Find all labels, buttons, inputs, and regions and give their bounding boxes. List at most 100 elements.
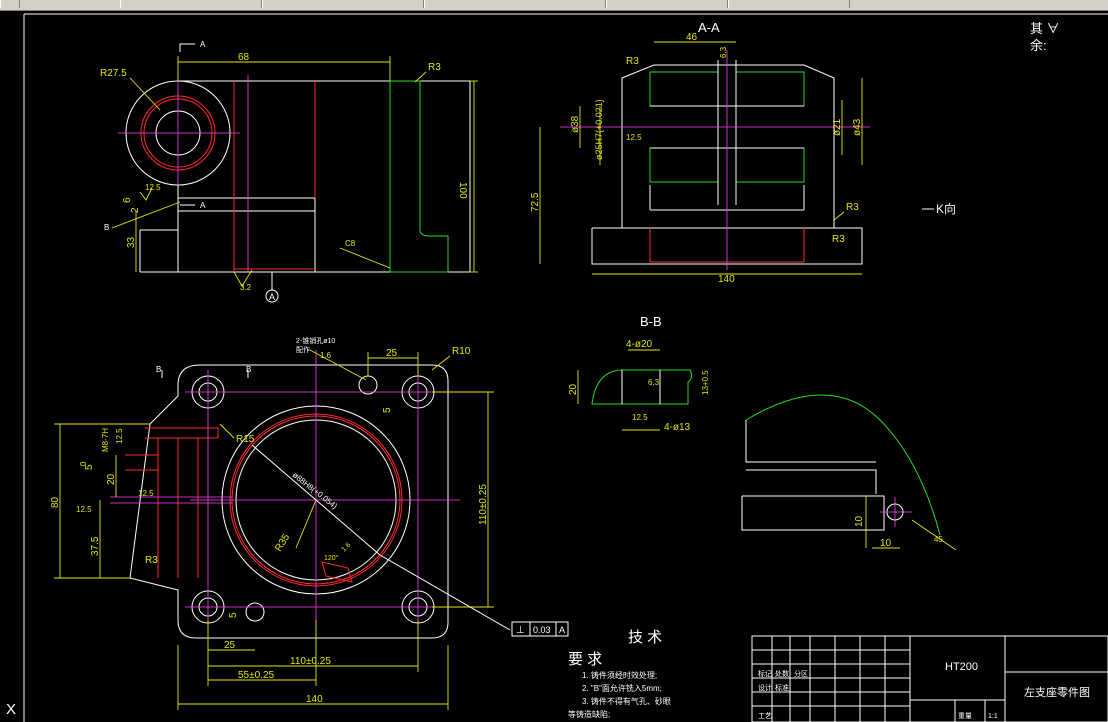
toolbar-button[interactable] — [120, 0, 262, 8]
top-dim-110-right: 110±0.25 — [478, 484, 489, 525]
k-view-detail: 10 10 45 — [741, 394, 957, 551]
title-scale: 1:1 — [988, 713, 998, 720]
top-dim-5-top: 5 — [382, 407, 393, 413]
top-dim-55: 55±0.25 — [238, 670, 275, 681]
toolbar-button[interactable] — [728, 0, 850, 8]
tolerance-value: 0.03 — [533, 625, 551, 635]
top-dim-m8: M8-7H — [101, 428, 110, 452]
title-block: 标记 处数 分区 设计 标准 工艺 HT200 左支座零件图 重量 1:1 — [751, 635, 1108, 722]
top-dim-25-bottom: 25 — [224, 640, 236, 651]
front-view: 68 R27.5 R3 100 33 6 2 12.5 B A A C8 3.2… — [100, 40, 478, 303]
k-angle-45: 45 — [934, 535, 943, 544]
top-dim-0: 0 — [79, 461, 88, 466]
title-cell-e: 标准 — [775, 683, 789, 692]
top-rough-16b: 1.6 — [340, 542, 352, 554]
k-view-label: K向 — [922, 201, 956, 216]
front-dim-6: 6 — [122, 197, 133, 203]
top-dim-r15: R15 — [236, 434, 255, 445]
toolbar-button[interactable] — [262, 0, 424, 8]
k-view-text: K向 — [936, 201, 956, 216]
bb-dim-20: 20 — [568, 383, 579, 395]
aa-dim-r3-left: R3 — [626, 56, 639, 67]
aa-rough-125: 12.5 — [626, 133, 642, 142]
tech-title-1: 技 术 — [628, 629, 662, 646]
top-rough-125a: 12.5 — [115, 428, 124, 444]
remaining-roughness-note: 其 ∀ 余: — [1030, 21, 1060, 53]
bb-holes-13: 4-ø13 — [664, 422, 691, 433]
aa-dim-r3-right: R3 — [846, 202, 859, 213]
tech-item-2: 2. "B"面允许铣入5mm; — [582, 683, 662, 693]
cad-canvas[interactable]: X 其 ∀ 余: 68 R27.5 R3 — [0, 10, 1108, 722]
top-dim-140: 140 — [306, 694, 323, 705]
section-aa-title: A-A — [698, 20, 720, 35]
aa-dim-46: 46 — [686, 32, 698, 43]
top-rough-120: 120° — [324, 554, 339, 562]
bb-dim-13: 13+0.5 — [701, 370, 710, 395]
top-note-holes: 2-锥销孔ø10 — [296, 336, 335, 345]
title-drawing-name: 左支座零件图 — [1024, 685, 1090, 699]
title-cell-c: 分区 — [794, 669, 808, 678]
bb-holes-20: 4-ø20 — [626, 339, 653, 350]
tolerance-symbol: ⊥ — [516, 625, 525, 636]
front-rough-32: 3.2 — [240, 283, 252, 292]
technical-requirements: 技 术 要 求 1. 铸件须经时效处理; 2. "B"面允许铣入5mm; 3. … — [568, 629, 671, 719]
front-label-a-top: A — [200, 40, 206, 49]
toolbar-button[interactable] — [0, 0, 20, 8]
aa-dim-63: 6.3 — [719, 46, 728, 58]
top-bore-note: ø88H8(+0.054) — [291, 470, 339, 511]
top-rough-125b: 12.5 — [138, 489, 154, 498]
toolbar-button[interactable] — [606, 0, 728, 8]
k-dim-10a: 10 — [854, 515, 865, 527]
top-dim-80: 80 — [50, 496, 61, 508]
front-label-a-mid: A — [200, 201, 206, 210]
top-rough-125c: 12.5 — [76, 505, 92, 514]
front-dim-33: 33 — [126, 236, 137, 248]
title-cell-d: 设计 — [758, 683, 772, 692]
tech-item-3: 3. 铸件不得有气孔、砂眼 — [582, 696, 671, 706]
section-bb-title: B-B — [640, 314, 662, 329]
top-dim-r10: R10 — [452, 346, 471, 357]
toolbar-button[interactable] — [424, 0, 606, 8]
tech-item-4: 等铸造缺陷; — [568, 709, 610, 719]
front-dim-r3: R3 — [428, 62, 441, 73]
title-cell-b: 处数 — [775, 669, 789, 678]
title-cell-f: 工艺 — [758, 712, 772, 720]
aa-dim-725: 72.5 — [530, 192, 541, 212]
section-aa: A-A 46 6.3 R3 ø38 ø25H7(+0.021) 12.5 ø21 — [530, 20, 870, 285]
top-dim-5: 5 — [84, 464, 95, 470]
toolbar-strip — [0, 0, 1108, 11]
top-note-fit: 配作 — [296, 345, 310, 354]
ucs-axis-icon: X — [6, 701, 16, 718]
top-dim-25-top: 25 — [386, 348, 398, 359]
title-scale-label: 重量 — [958, 712, 972, 720]
geometric-tolerance-frame: ⊥ 0.03 A — [511, 621, 569, 637]
front-rough-125: 12.5 — [145, 183, 161, 192]
front-label-b: B — [104, 223, 109, 232]
top-view: ø88H8(+0.054) 120° R35 1.6 2-锥销孔ø10 配作 1… — [50, 336, 511, 710]
front-dim-100: 100 — [457, 182, 468, 199]
aa-dim-21: ø21 — [832, 118, 843, 136]
top-dim-r35: R35 — [273, 532, 292, 554]
top-dim-110-bottom: 110±0.25 — [290, 656, 331, 667]
aa-dim-140: 140 — [718, 274, 735, 285]
aa-dim-38: ø38 — [570, 115, 581, 133]
tech-item-1: 1. 铸件须经时效处理; — [582, 670, 657, 680]
aa-dim-25h7: ø25H7(+0.021) — [594, 99, 604, 160]
top-label-b-left: B — [156, 365, 161, 374]
k-dim-10b: 10 — [880, 538, 892, 549]
front-chamfer-c8: C8 — [345, 239, 356, 248]
remaining-note-line1: 其 ∀ — [1030, 21, 1060, 36]
title-material: HT200 — [945, 661, 978, 673]
tech-title-2: 要 求 — [568, 651, 602, 668]
front-datum-a: A — [269, 292, 275, 302]
remaining-note-line2: 余: — [1030, 38, 1047, 53]
front-dim-2: 2 — [130, 207, 141, 213]
bb-rough-125: 12.5 — [632, 413, 648, 422]
section-bb: B-B 4-ø20 20 13+0.5 6.3 12.5 4-ø13 — [568, 314, 710, 433]
bb-rough-63: 6.3 — [648, 378, 660, 387]
top-dim-r3: R3 — [145, 555, 158, 566]
drawing-frame — [23, 13, 1108, 722]
aa-dim-r3-bottom: R3 — [832, 234, 845, 245]
front-dim-r275: R27.5 — [100, 68, 127, 79]
top-dim-20: 20 — [106, 473, 117, 485]
